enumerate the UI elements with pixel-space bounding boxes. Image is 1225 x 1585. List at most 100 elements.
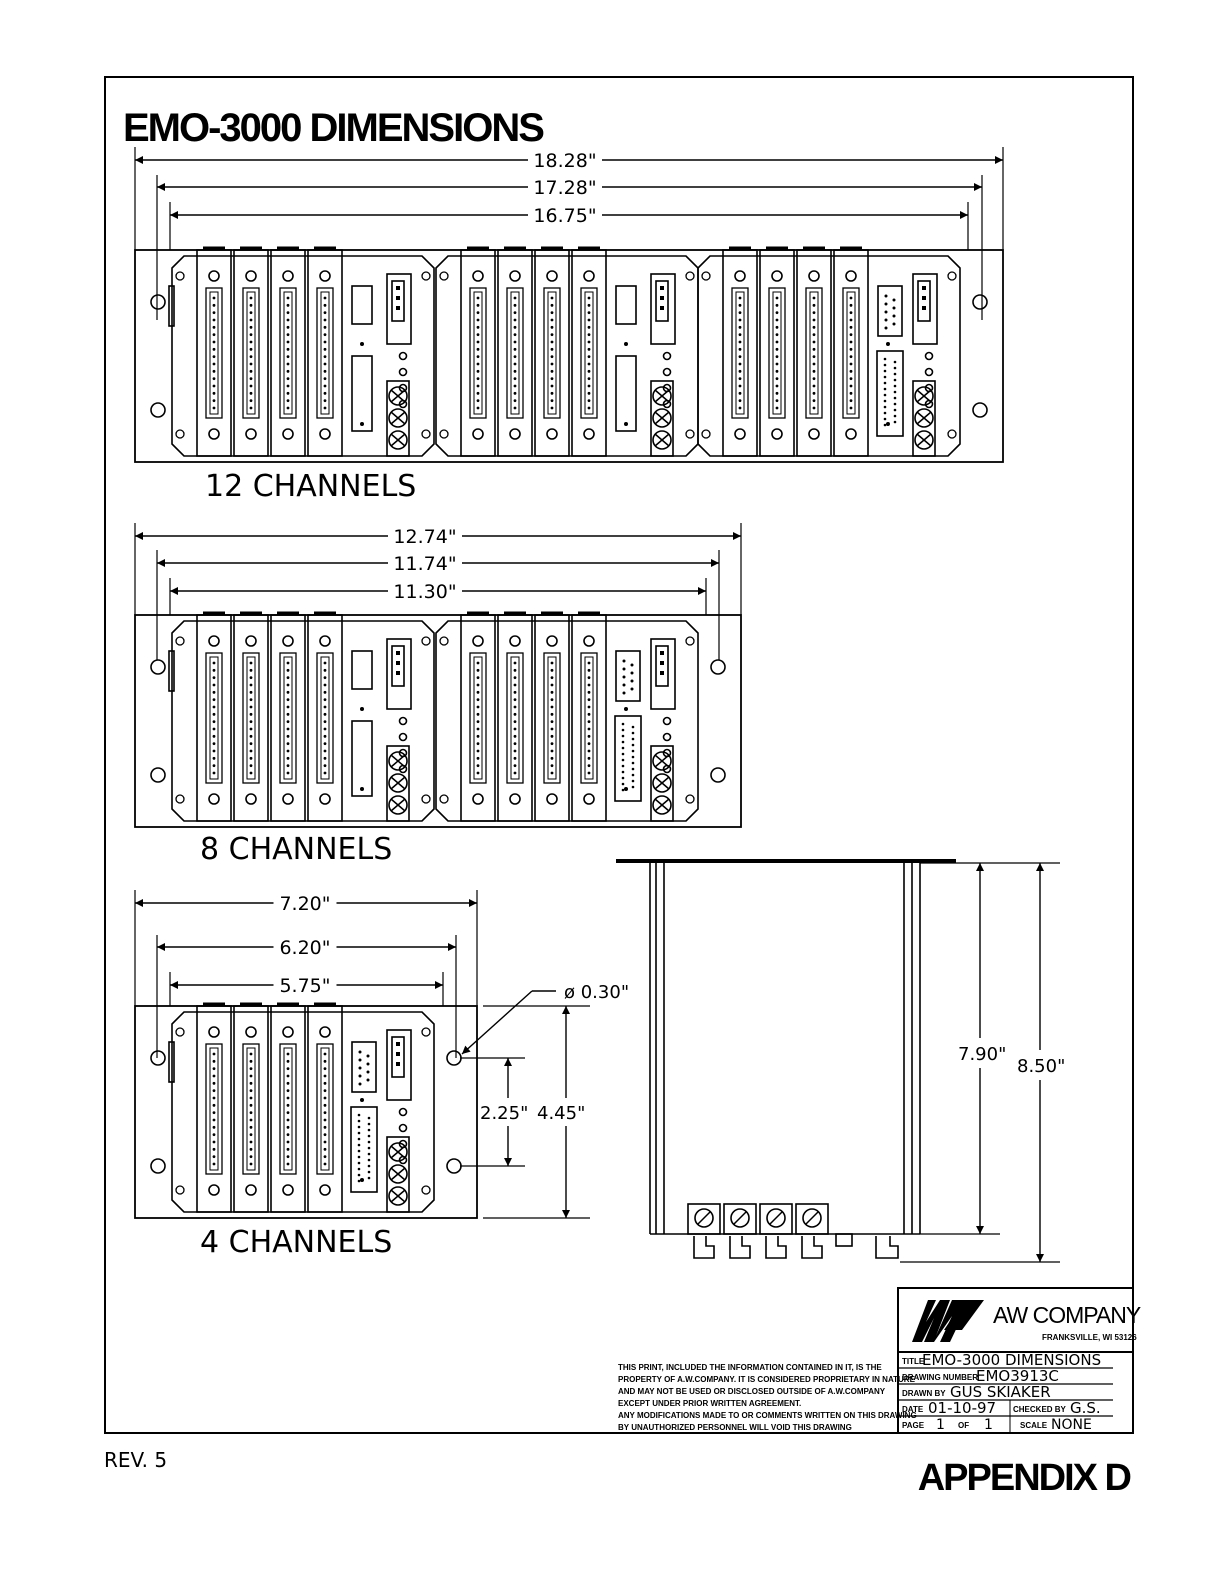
connector-pin [883, 399, 887, 403]
screw-icon [421, 794, 431, 804]
terminal-pin [587, 661, 591, 665]
screw-icon [701, 271, 711, 281]
side-view-tab [835, 1233, 853, 1247]
dimension-7-20: 7.20" [279, 893, 330, 915]
terminal-pin [249, 406, 253, 410]
terminal-pin [812, 318, 816, 322]
fuse-holder [386, 1136, 410, 1213]
terminal-pin [550, 668, 554, 672]
connector-pin [621, 752, 625, 756]
terminal-pin [738, 333, 742, 337]
terminal-pin [476, 742, 480, 746]
screw-icon [685, 636, 695, 646]
connector-pin [660, 661, 664, 665]
terminal-pin [812, 333, 816, 337]
indicator-dot [624, 707, 628, 711]
terminal-pin [323, 668, 327, 672]
terminal-pin [775, 296, 779, 300]
connector-pin [357, 1119, 361, 1123]
card-screw-icon [546, 270, 558, 282]
fuse-icon-slash [916, 389, 932, 403]
connector-pin [893, 372, 897, 376]
mounting-hole-icon [446, 1158, 462, 1174]
terminal-pin [286, 698, 290, 702]
terminal-pin [286, 756, 290, 760]
channel-card [270, 249, 306, 457]
terminal-pin [249, 1162, 253, 1166]
terminal-pin [550, 705, 554, 709]
aw-company-logo [912, 1300, 984, 1342]
terminal-pin [812, 347, 816, 351]
terminal-strip [320, 656, 330, 780]
terminal-strip [209, 291, 219, 415]
terminal-pin [476, 325, 480, 329]
terminal-pin [476, 399, 480, 403]
connector-pin [630, 679, 634, 683]
terminal-pin [212, 325, 216, 329]
fuse-icon [652, 773, 672, 793]
mounting-hole-icon [150, 659, 166, 675]
terminal-pin [476, 391, 480, 395]
terminal-pin [323, 1140, 327, 1144]
terminal-screw-icon [802, 1208, 822, 1228]
terminal-pin [323, 683, 327, 687]
connector-pin [631, 731, 635, 735]
terminal-pin [212, 1118, 216, 1122]
card-screw-icon [319, 1184, 331, 1196]
fuse-icon-slash [390, 433, 406, 447]
terminal-pin [323, 734, 327, 738]
terminal-pin [550, 749, 554, 753]
card-screw-icon [319, 270, 331, 282]
connector-pin [893, 396, 897, 400]
terminal-pin [738, 296, 742, 300]
terminal-block [805, 287, 823, 419]
terminal-pin [286, 720, 290, 724]
terminal-pin [587, 698, 591, 702]
terminal-pin [212, 296, 216, 300]
view-label-12-channels: 12 CHANNELS [205, 469, 416, 504]
terminal-pin [550, 764, 554, 768]
connector-pin [357, 1125, 361, 1129]
terminal-pin [323, 377, 327, 381]
card-screw-icon [771, 428, 783, 440]
terminal-block [768, 287, 786, 419]
view-label-8-channels: 8 CHANNELS [200, 832, 392, 867]
terminal-pin [249, 1059, 253, 1063]
terminal-pin [738, 303, 742, 307]
terminal-pin [812, 406, 816, 410]
card-screw-icon [546, 428, 558, 440]
terminal-pin [775, 369, 779, 373]
fuse-icon-slash [390, 1167, 406, 1181]
connector-pin [366, 1062, 370, 1066]
checked-by-key: CHECKED BY [1013, 1405, 1067, 1414]
terminal-pin [849, 369, 853, 373]
connector-pin [660, 286, 664, 290]
terminal-pin [849, 399, 853, 403]
mounting-hole-icon [710, 659, 726, 675]
terminal-pin [775, 384, 779, 388]
fuse-icon-slash [916, 411, 932, 425]
terminal-pin [513, 734, 517, 738]
terminal-pin [212, 1125, 216, 1129]
terminal-pin [249, 705, 253, 709]
connector-pin [367, 1146, 371, 1150]
terminal-pin [476, 749, 480, 753]
card-screw-icon [208, 793, 220, 805]
terminal-pin [249, 1096, 253, 1100]
power-connector [386, 638, 412, 710]
terminal-pin [775, 311, 779, 315]
terminal-pin [587, 325, 591, 329]
terminal-pin [212, 1155, 216, 1159]
terminal-pin [587, 355, 591, 359]
fuse-icon-slash [916, 433, 932, 447]
connector-pin [357, 1179, 361, 1183]
terminal-strip [547, 291, 557, 415]
terminal-pin [550, 377, 554, 381]
fuse-icon-slash [390, 1189, 406, 1203]
connector-pin [884, 302, 888, 306]
blank-cover [351, 650, 373, 690]
terminal-pin [476, 318, 480, 322]
terminal-pin [212, 734, 216, 738]
channel-card [722, 249, 758, 457]
connector-pin [621, 764, 625, 768]
